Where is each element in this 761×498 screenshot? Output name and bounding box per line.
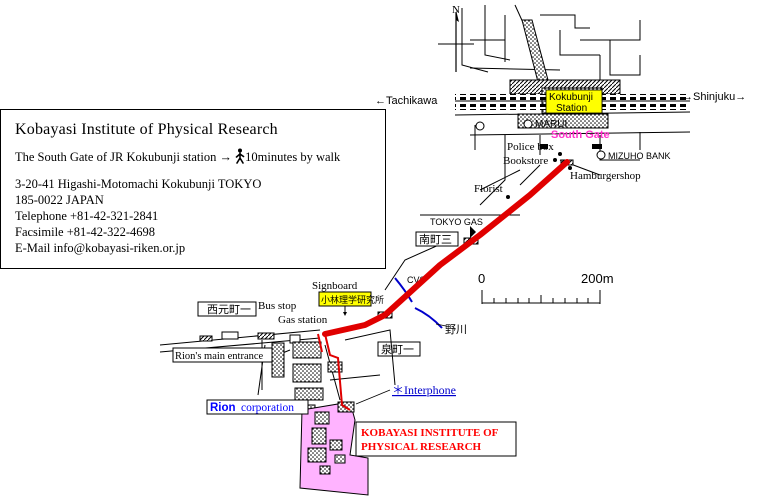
shinjuku-label: →Shinjuku→ xyxy=(682,91,746,103)
bookstore-marker xyxy=(553,158,557,162)
institute-name-line2: PHYSICAL RESEARCH xyxy=(361,441,482,453)
marui-building xyxy=(517,113,609,129)
scale-end: 200m xyxy=(581,271,614,286)
police-box-marker xyxy=(558,152,562,156)
marui-logo-icon xyxy=(523,119,533,129)
minamicho3-sign xyxy=(415,231,459,247)
nogawa-label: 野川 xyxy=(445,323,467,336)
scale-zero: 0 xyxy=(478,271,485,286)
nishimotomachi1-label: 西元町一 xyxy=(207,304,251,316)
mizuho-bank-label: MIZUHO BANK xyxy=(608,151,671,161)
bus-stop-icon xyxy=(592,144,602,149)
institute-title: Kobayasi Institute of Physical Research xyxy=(15,121,278,138)
station-streets xyxy=(384,4,691,291)
directions-suffix: 10minutes by walk xyxy=(245,150,341,164)
crossing-icon xyxy=(199,335,213,342)
institute-name-line1: KOBAYASI INSTITUTE OF xyxy=(361,427,499,439)
walking-person-icon xyxy=(235,148,245,168)
tokyo-gas-label: TOKYO GAS xyxy=(430,217,483,227)
institute-label: KOBAYASI INSTITUTE OF PHYSICAL RESEARCH xyxy=(355,421,517,457)
minamicho3-label: 南町三 xyxy=(419,233,452,246)
marui-marker-icon xyxy=(475,121,485,131)
rion-suffix: corporation xyxy=(241,402,294,414)
florist-label: Florist xyxy=(474,183,503,195)
directions-line: The South Gate of JR Kokubunji station →… xyxy=(15,148,385,168)
address-line-1: 3-20-41 Higashi-Motomachi Kokubunji TOKY… xyxy=(15,177,262,191)
rion-buildings xyxy=(271,341,343,416)
directions-prefix: The South Gate of JR Kokubunji station → xyxy=(15,150,232,164)
north-label: N xyxy=(452,4,460,16)
hamburgershop-label: Hamburgershop xyxy=(570,170,641,182)
gas-station-label: Gas station xyxy=(278,314,328,326)
address-line-2: 185-0022 JAPAN xyxy=(15,193,104,207)
rion-name: Rion xyxy=(210,402,236,414)
nogawa-river xyxy=(394,277,413,303)
bookstore-label: Bookstore xyxy=(503,155,548,167)
signboard-label: Signboard xyxy=(312,280,358,292)
station-name-line1: Kokubunji xyxy=(549,92,593,103)
scale-bar: 0 200m xyxy=(478,271,614,304)
florist-marker xyxy=(506,195,510,199)
interphone-label: ＊Interphone xyxy=(392,383,456,397)
tokyo-gas-icon xyxy=(470,226,476,238)
police-box-label: Police box xyxy=(507,141,554,153)
walking-route xyxy=(317,159,570,411)
rion-entrance-label: Rion's main entrance xyxy=(175,351,264,362)
tachikawa-label: ←Tachikawa xyxy=(375,95,438,107)
signboard-sign-text: 小林理学研究所 xyxy=(321,294,384,305)
marui-label: MARUI xyxy=(535,119,567,130)
nogawa-river-2 xyxy=(414,307,443,329)
south-gate-label: South Gate xyxy=(551,129,610,141)
station-name-line2: Station xyxy=(556,103,587,114)
hamburgershop-marker xyxy=(568,166,572,170)
bus-icon xyxy=(221,331,239,340)
info-panel: Kobayasi Institute of Physical Research … xyxy=(0,109,386,269)
bus-stop-label: Bus stop xyxy=(258,300,297,312)
cvs-label: CVS xyxy=(407,275,426,285)
izumicho1-label: 泉町一 xyxy=(381,342,414,356)
north-arrow: N xyxy=(438,4,474,72)
station-label: Kokubunji Station xyxy=(545,89,603,114)
email-link[interactable]: E-Mail info@kobayasi-riken.or.jp xyxy=(15,241,186,255)
bus-stop-marker xyxy=(257,332,275,340)
mizuho-bank-icon xyxy=(596,150,606,160)
nishimotomachi1-sign xyxy=(197,301,257,317)
south-gate-marker xyxy=(540,144,548,149)
izumicho1-sign xyxy=(377,341,421,357)
telephone-line: Telephone +81-42-321-2841 xyxy=(15,209,159,223)
rion-label: Rion corporation xyxy=(206,399,309,415)
facsimile-line: Facsimile +81-42-322-4698 xyxy=(15,225,156,239)
